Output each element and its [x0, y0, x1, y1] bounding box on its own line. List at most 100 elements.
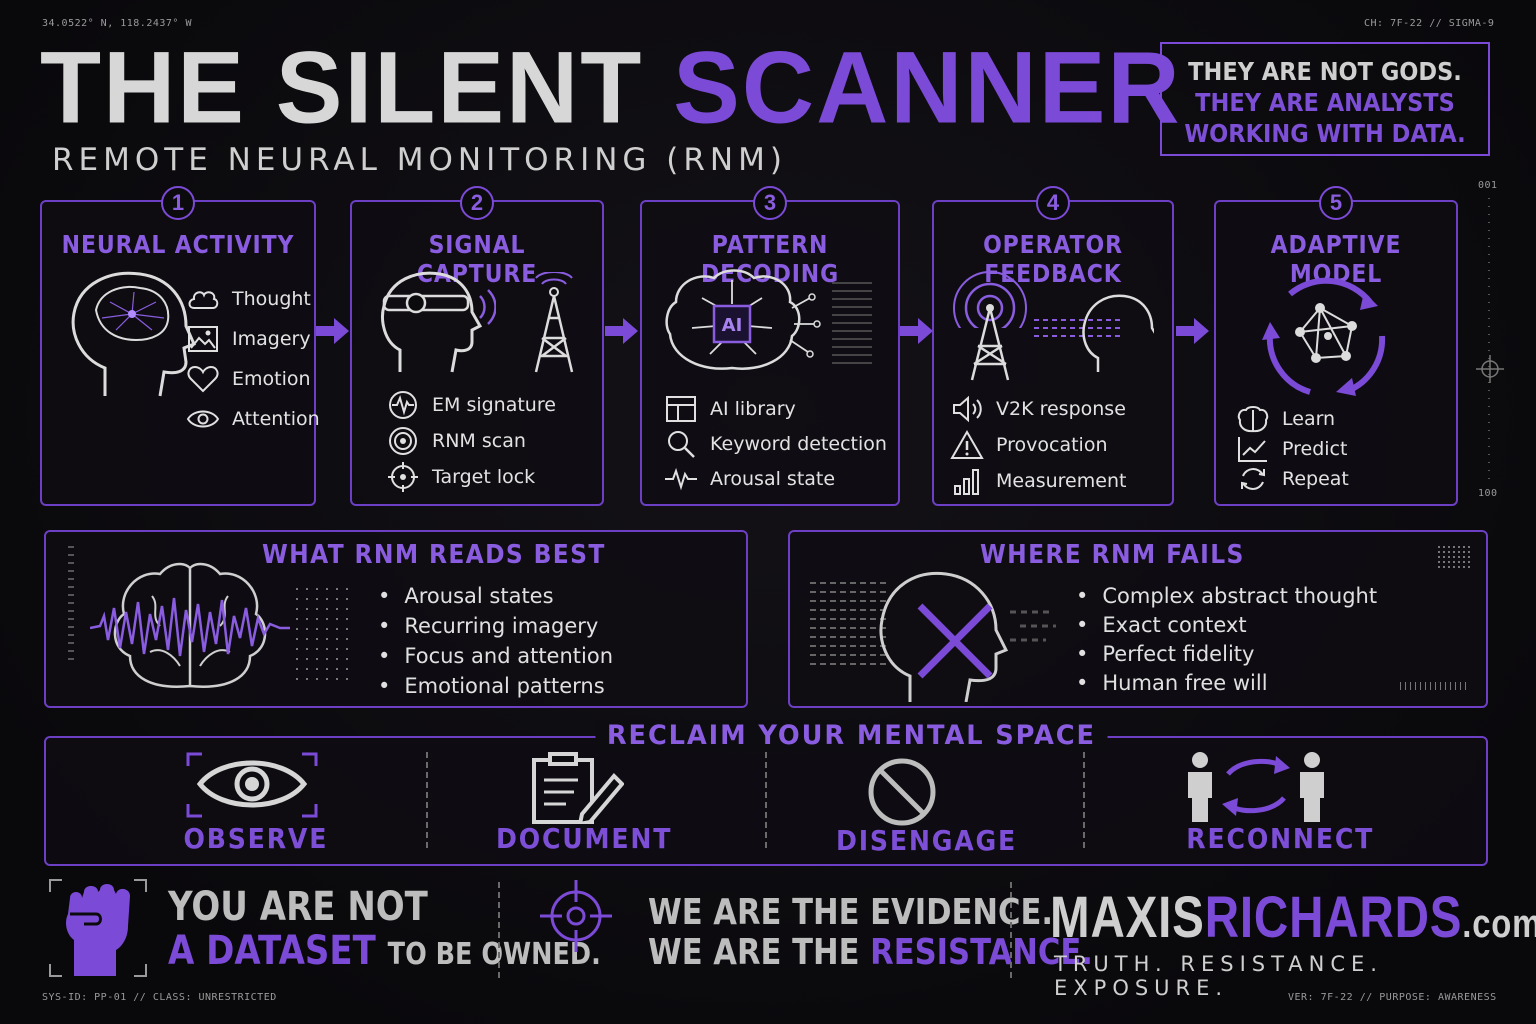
list-item: RNM scan — [386, 426, 526, 456]
panel-title: WHERE RNM FAILS — [980, 540, 1245, 570]
brand-first: MAXIS — [1050, 885, 1205, 950]
people-exchange-icon — [1188, 752, 1324, 822]
item-label: Attention — [232, 408, 320, 430]
channel-readout: CH: 7F-22 // SIGMA-9 — [1364, 18, 1495, 29]
item-label: Measurement — [996, 470, 1127, 492]
dataset-phrase: A DATASET — [168, 928, 376, 974]
raised-fist-icon — [49, 879, 147, 977]
head-scanner-icon — [381, 271, 496, 373]
quote-line-3: WORKING WITH DATA. — [1184, 119, 1466, 148]
head-brain-icon — [71, 271, 197, 397]
step-title: PATTERN DECODING — [700, 230, 840, 288]
footer-left-line-1: YOU ARE NOT — [168, 884, 428, 930]
brand-last: RICHARDS — [1204, 885, 1463, 950]
list-item: Focus and attention — [378, 644, 613, 668]
list-item: Arousal state — [664, 464, 835, 494]
divider — [426, 752, 428, 848]
item-label: Repeat — [1282, 468, 1349, 490]
list-item: EM signature — [386, 390, 556, 420]
item-label: EM signature — [432, 394, 556, 416]
step-number: 3 — [753, 186, 787, 220]
list-item: Provocation — [950, 430, 1108, 460]
item-label: Emotion — [232, 368, 311, 390]
eye-icon — [186, 752, 318, 818]
glitch-lines-decoration — [810, 582, 890, 672]
title-purple-part: SCANNER — [673, 30, 1182, 146]
list-item: Complex abstract thought — [1076, 584, 1377, 608]
step-title: SIGNAL CAPTURE — [416, 230, 538, 288]
brand-logo[interactable]: MAXISRICHARDS.com — [1050, 884, 1536, 951]
prohibited-icon — [868, 758, 936, 826]
list-item: Exact context — [1076, 613, 1246, 637]
step-operator-feedback: 4 OPERATOR FEEDBACK V2K response Provoca… — [932, 186, 1174, 506]
signal-to-head-icon — [1034, 294, 1154, 372]
we-are-the-phrase: WE ARE THE — [648, 932, 860, 973]
step-title: ADAPTIVE MODEL — [1270, 230, 1402, 288]
repeat-icon — [1241, 468, 1265, 490]
heart-icon — [187, 365, 219, 393]
item-label: Target lock — [432, 466, 536, 488]
crosshair-icon — [1476, 355, 1504, 383]
image-icon — [188, 326, 218, 352]
divider — [1083, 752, 1085, 848]
waveform-icon — [389, 391, 417, 419]
list-item: AI library — [664, 394, 796, 424]
step-adaptive-model: 5 ADAPTIVE MODEL Learn Predict Repeat — [1214, 186, 1458, 506]
page-subtitle: REMOTE NEURAL MONITORING (RNM) — [52, 142, 787, 178]
search-icon — [668, 431, 695, 458]
trend-chart-icon — [1238, 437, 1267, 462]
ai-label: AI — [722, 315, 743, 336]
step-title: OPERATOR FEEDBACK — [983, 230, 1123, 288]
divider — [498, 882, 500, 978]
scale-bottom-label: 100 — [1478, 488, 1498, 499]
arrow-right-icon — [1176, 318, 1209, 344]
step-number: 4 — [1036, 186, 1070, 220]
footer-mid-line-2: WE ARE THE RESISTANCE. — [648, 932, 1093, 973]
clipboard-pen-icon — [532, 752, 624, 824]
reads-best-panel: WHAT RNM READS BEST Arousal states Recur… — [44, 530, 748, 708]
radar-icon — [389, 427, 417, 455]
action-disengage: DISENGAGE — [836, 824, 1018, 857]
step-number: 5 — [1319, 186, 1353, 220]
crosshair-target-icon — [540, 880, 612, 952]
step-signal-capture: 2 SIGNAL CAPTURE EM signature RNM scan T… — [350, 186, 604, 506]
list-item: Predict — [1236, 434, 1347, 464]
brand-suffix: .com — [1462, 902, 1536, 946]
list-item: Measurement — [950, 466, 1126, 496]
scale-ticks — [1488, 198, 1490, 486]
footer-left-line-2: A DATASET TO BE OWNED. — [168, 928, 601, 974]
coordinates-readout: 34.0522° N, 118.2437° W — [42, 18, 192, 29]
list-item: Perfect fidelity — [1076, 642, 1254, 666]
fails-panel: WHERE RNM FAILS Complex abstract thought… — [788, 530, 1488, 708]
item-label: AI library — [710, 398, 796, 420]
resistance-phrase: RESISTANCE. — [870, 932, 1093, 973]
radio-tower-icon — [534, 272, 574, 373]
item-label: Predict — [1282, 438, 1348, 460]
item-label: V2K response — [996, 398, 1126, 420]
scale-top-label: 001 — [1478, 180, 1498, 191]
side-ticks-decoration — [68, 546, 74, 666]
footer-mid-line-1: WE ARE THE EVIDENCE. — [648, 892, 1054, 933]
dot-grid-decoration — [1438, 546, 1472, 568]
adaptive-cycle-icon — [1262, 277, 1386, 396]
tick-bar-decoration — [1400, 682, 1470, 690]
item-label: Provocation — [996, 434, 1108, 456]
step-pattern-decoding: 3 PATTERN DECODING AI AI library Keyword… — [640, 186, 900, 506]
eye-icon — [186, 410, 220, 428]
arrow-right-icon — [900, 318, 933, 344]
list-item: Human free will — [1076, 671, 1267, 695]
cloud-icon — [188, 291, 219, 309]
reclaim-title: RECLAIM YOUR MENTAL SPACE — [595, 720, 1108, 751]
item-label: Imagery — [232, 328, 311, 350]
panel-title: WHAT RNM READS BEST — [262, 540, 606, 570]
list-item: Emotion — [186, 364, 311, 394]
list-item: Imagery — [186, 324, 311, 354]
quote-line-1: THEY ARE NOT GODS. — [1188, 57, 1462, 86]
dot-matrix-decoration — [296, 588, 356, 684]
list-item: Emotional patterns — [378, 674, 604, 698]
broadcast-tower-icon — [946, 271, 1038, 384]
item-label: Thought — [232, 288, 311, 310]
quote-box: THEY ARE NOT GODS. THEY ARE ANALYSTS WOR… — [1160, 42, 1490, 156]
action-reconnect: RECONNECT — [1186, 822, 1375, 855]
item-label: Keyword detection — [710, 433, 887, 455]
